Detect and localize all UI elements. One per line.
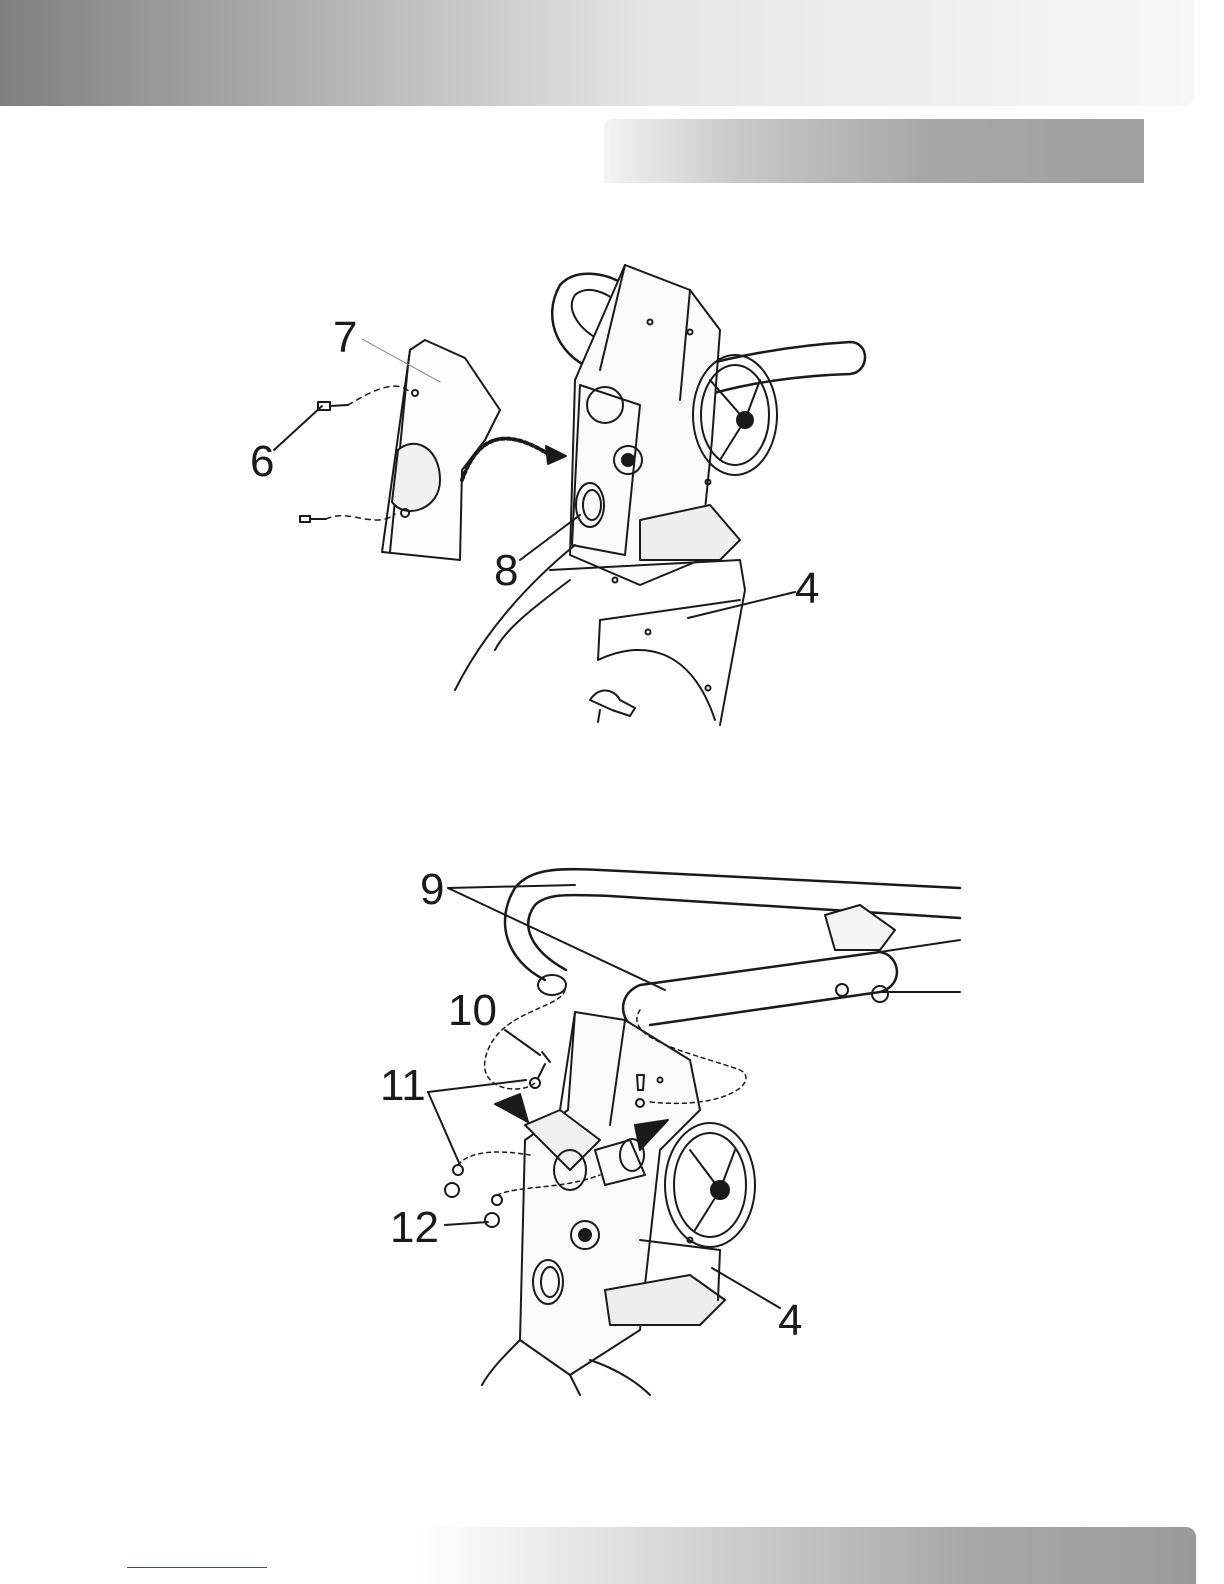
callout-6: 6 (250, 437, 274, 486)
footer-link[interactable] (127, 1567, 267, 1568)
callout-12: 12 (390, 1203, 439, 1252)
callout-4-lower: 4 (778, 1296, 802, 1345)
footer-banner (0, 1527, 1196, 1584)
callout-8: 8 (494, 546, 518, 595)
callout-10: 10 (448, 986, 497, 1035)
callout-9: 9 (420, 865, 444, 914)
callout-7: 7 (333, 313, 357, 362)
callout-4: 4 (795, 564, 819, 613)
figure-2-drawing (428, 869, 960, 1395)
callout-11: 11 (380, 1061, 426, 1110)
figure-1-drawing (274, 265, 865, 725)
